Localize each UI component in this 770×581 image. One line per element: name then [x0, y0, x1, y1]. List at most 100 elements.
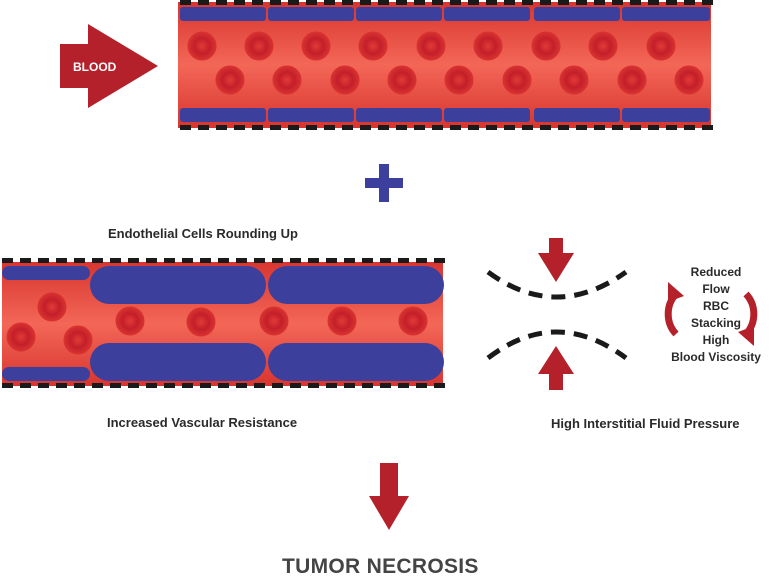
red-blood-cell	[327, 306, 357, 336]
wall-dash	[290, 258, 301, 263]
wall-dash	[198, 0, 209, 5]
wall-dash	[434, 258, 445, 263]
wall-dash	[216, 0, 227, 5]
wall-dash	[200, 258, 211, 263]
red-blood-cell	[37, 292, 67, 322]
red-blood-cell	[646, 31, 676, 61]
endothelial-cell	[356, 108, 442, 122]
endothelial-cell	[180, 7, 266, 21]
red-blood-cell	[502, 65, 532, 95]
wall-dash	[236, 383, 247, 388]
wall-dash	[378, 125, 389, 130]
wall-dash	[164, 258, 175, 263]
plus-icon	[365, 164, 403, 202]
wall-dash	[648, 0, 659, 5]
vessel-lumen	[178, 2, 711, 128]
endothelial-cell	[622, 108, 710, 122]
wall-dash	[236, 258, 247, 263]
wall-dash	[648, 125, 659, 130]
wall-dash	[234, 125, 245, 130]
wall-dash	[396, 125, 407, 130]
wall-dash	[360, 125, 371, 130]
wall-dash	[414, 0, 425, 5]
wall-dash	[56, 383, 67, 388]
red-blood-cell	[416, 31, 446, 61]
wall-dash	[416, 258, 427, 263]
endothelial-cell	[444, 108, 530, 122]
endothelial-cell	[180, 108, 266, 122]
endothelial-lining-top	[180, 7, 710, 21]
interstitial-pressure-label: High Interstitial Fluid Pressure	[551, 416, 740, 431]
cycle-text: Reduced Flow RBC Stacking High Blood Vis…	[658, 264, 770, 366]
red-blood-cell	[259, 306, 289, 336]
wall-dash	[234, 0, 245, 5]
wall-dash	[288, 125, 299, 130]
red-blood-cell	[186, 307, 216, 337]
wall-dash	[398, 383, 409, 388]
red-blood-cell	[387, 65, 417, 95]
endothelial-cell	[268, 7, 354, 21]
wall-dash	[380, 258, 391, 263]
wall-dash	[218, 383, 229, 388]
wall-dash	[110, 383, 121, 388]
wall-dash	[342, 0, 353, 5]
wall-dash	[146, 258, 157, 263]
wall-dash	[434, 383, 445, 388]
red-blood-cells	[6, 292, 428, 355]
wall-dash	[378, 0, 389, 5]
wall-dash	[594, 0, 605, 5]
endothelial-cell	[356, 7, 442, 21]
wall-dash	[522, 0, 533, 5]
wall-dash	[2, 258, 13, 263]
wall-dash	[20, 258, 31, 263]
wall-dash	[414, 125, 425, 130]
wall-dash	[252, 0, 263, 5]
endothelial-cell	[90, 266, 266, 304]
endothelial-cell	[622, 7, 710, 21]
wall-dash	[306, 125, 317, 130]
wall-dash	[252, 125, 263, 130]
red-blood-cell	[617, 65, 647, 95]
pressure-arrow-up-icon	[538, 346, 574, 390]
wall-dash	[92, 383, 103, 388]
red-blood-cell	[6, 322, 36, 352]
wall-dash	[684, 125, 695, 130]
endothelial-cell	[2, 367, 90, 381]
vessel-wall-dashes-bottom	[180, 125, 713, 130]
wall-dash	[180, 0, 191, 5]
wall-dash	[74, 383, 85, 388]
wall-dash	[504, 0, 515, 5]
red-blood-cell	[588, 31, 618, 61]
compressed-wall-lower	[486, 329, 628, 361]
wall-dash	[324, 0, 335, 5]
wall-dash	[326, 258, 337, 263]
red-blood-cell	[358, 31, 388, 61]
wall-dash	[182, 383, 193, 388]
vessel-wall-dashes-bottom	[2, 383, 445, 388]
wall-dash	[468, 0, 479, 5]
wall-dash	[450, 125, 461, 130]
wall-dash	[128, 258, 139, 263]
interstitial-pressure-graphic	[486, 238, 628, 390]
cycle-line: Blood Viscosity	[671, 350, 761, 364]
red-blood-cell	[473, 31, 503, 61]
wall-dash	[630, 0, 641, 5]
wall-dash	[702, 0, 713, 5]
cycle-arrowhead-left	[668, 282, 684, 302]
cycle-arrowhead-right	[738, 326, 754, 346]
red-blood-cell	[215, 65, 245, 95]
wall-dash	[110, 258, 121, 263]
wall-dash	[164, 383, 175, 388]
endothelial-cell	[2, 266, 90, 280]
endothelial-cell	[534, 108, 620, 122]
red-blood-cell	[330, 65, 360, 95]
cycle-line: Reduced	[690, 265, 742, 279]
wall-dash	[380, 383, 391, 388]
wall-dash	[272, 258, 283, 263]
rounded-endothelial-cells	[2, 266, 444, 381]
outcome-arrow-down-icon	[369, 463, 409, 530]
red-blood-cell	[559, 65, 589, 95]
red-blood-cell	[398, 306, 428, 336]
wall-dash	[432, 0, 443, 5]
